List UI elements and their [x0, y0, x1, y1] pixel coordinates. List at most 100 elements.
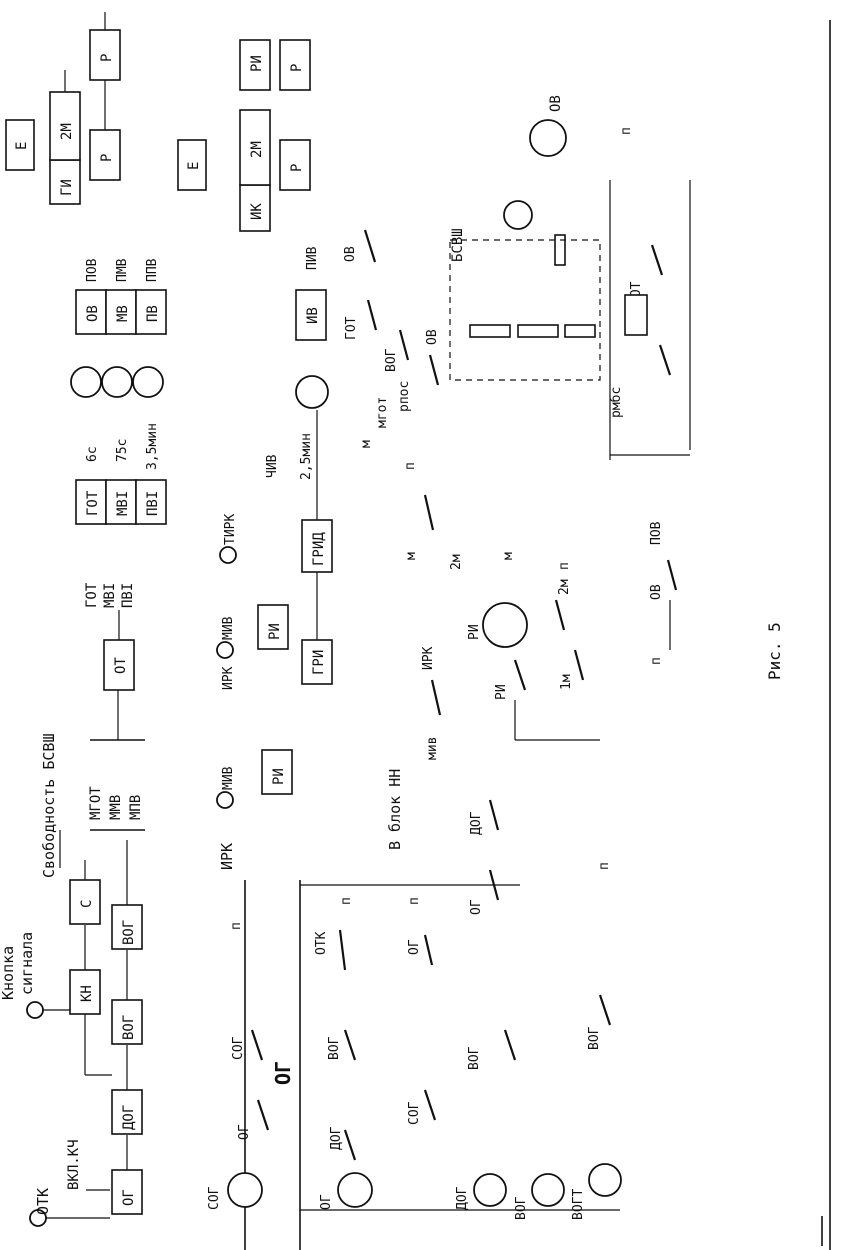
block-iv: [295, 289, 327, 341]
contact-dog-2: [488, 799, 500, 831]
coil-sog-label: СОГ: [207, 1186, 222, 1210]
label-p5: п: [403, 462, 418, 470]
contact-vog-3: [503, 1029, 517, 1061]
block-grid-label: ГРИД: [311, 532, 327, 566]
p1-label: п: [229, 922, 244, 930]
contact-got: [366, 299, 378, 331]
block-r4-label: Р: [289, 64, 305, 72]
block-r3-label: Р: [289, 164, 305, 172]
block-s: [69, 879, 101, 925]
label-m-c2: м: [404, 552, 419, 560]
label-miv-1: МИВ: [221, 766, 236, 790]
coil-vogt-label: ВОГТ: [571, 1189, 586, 1220]
label-p6: п: [557, 562, 572, 570]
contact-dog: [343, 1129, 357, 1161]
block-gm-label: ГИ: [59, 179, 75, 196]
block-vog2: [111, 904, 143, 950]
ri-motor-area: мив ИРК РИ РИ м 2м м п п 2м 1м: [403, 462, 600, 760]
block-vog-label: ВОГ: [121, 1015, 137, 1040]
contact-ov-c1: [363, 229, 377, 263]
contact-og-2: [423, 934, 434, 966]
label-mgot-c: мгот: [375, 397, 390, 428]
label-ri-m: РИ: [467, 624, 482, 640]
block-og: [111, 1169, 143, 1215]
block-gm: [49, 159, 81, 205]
block-r1-label: Р: [99, 154, 115, 162]
timer-35min-icon: [132, 366, 164, 398]
block-kn-label: КН: [79, 985, 95, 1002]
coil-dog: [473, 1173, 507, 1207]
label-pov-c: ПОВ: [649, 521, 664, 545]
label-miv-c: мив: [425, 737, 440, 760]
block-e1: [5, 119, 35, 171]
block-mvi-label: МВI: [115, 491, 131, 516]
motor-ov-icon: [529, 119, 567, 157]
c-og-1: ОГ: [237, 1124, 252, 1140]
block-ri1: [261, 749, 293, 795]
og-big-label: ОГ: [271, 1061, 295, 1085]
block-ov-label: ОВ: [85, 305, 101, 322]
figure-caption: Рис. 5: [765, 622, 784, 680]
bsvsh-dashed-box: [449, 239, 601, 381]
c-sog-2: СОГ: [407, 1101, 422, 1125]
block-pvi-label: ПВI: [145, 491, 161, 516]
block-ri3: [239, 39, 271, 91]
coil-vogt: [588, 1163, 622, 1197]
p3-label: п: [407, 897, 422, 905]
br-got: ГОТ: [84, 582, 100, 608]
label-irk-c: ИРК: [421, 646, 436, 670]
contact-vog-c: [398, 329, 410, 361]
block-kn: [69, 969, 101, 1015]
label-uiv: ЧИВ: [265, 454, 280, 478]
block-2m-label: 2М: [59, 123, 75, 140]
label-pmv: ПМВ: [115, 258, 130, 282]
motor-ri-icon: [482, 602, 528, 648]
timer-6s-icon: [70, 366, 102, 398]
label-vog-c: ВОГ: [384, 348, 399, 372]
label-m-c3: м: [501, 552, 516, 560]
contact-og-1: [256, 1099, 270, 1131]
block-ik-label: ИК: [249, 203, 265, 220]
block-vog2-label: ВОГ: [121, 920, 137, 945]
label-6s: 6с: [85, 446, 100, 462]
contact-irk: [430, 679, 442, 716]
block-r4: [279, 39, 311, 91]
label-bsvsh: БСВШ: [450, 228, 466, 262]
contact-ov-c2: [428, 354, 440, 386]
block-ri2-label: РИ: [267, 623, 283, 640]
label-1m-c: 1м: [559, 674, 574, 690]
ov-area: ОВ п БСВШ ОВ ГОТ ВОГ ОВ м мгот рпос рмбс…: [343, 95, 691, 665]
label-irk-left: ИРК: [218, 843, 236, 870]
block-iv-label: ИВ: [305, 307, 321, 324]
label-m-c: м: [359, 440, 374, 448]
label-p7: п: [619, 127, 634, 135]
label-2m-c2: 2м: [557, 579, 572, 595]
timer-75s-icon: [101, 366, 133, 398]
signal-button-terminal: [26, 1001, 44, 1019]
p4-label: п: [597, 862, 612, 870]
block-2m-b: [239, 109, 271, 186]
contact-vog: [343, 1029, 357, 1061]
contact-got-c3: [658, 344, 672, 376]
contact-2m: [554, 599, 566, 631]
block-got-r: [624, 294, 648, 336]
contact-ov-c3: [666, 559, 678, 591]
p2-label: п: [339, 897, 354, 905]
coil-sog: [227, 1172, 263, 1208]
c-og-3: ОГ: [469, 899, 484, 915]
block-e1-label: Е: [14, 142, 30, 150]
ladder-section: СОГ ОГ ДОГ ВОГ ВОГТ ОГ ОГ СОГ ДОГ ВОГ ОТ…: [207, 799, 622, 1250]
c-vog-3: ВОГ: [467, 1046, 482, 1070]
label-ov-c3: ОВ: [649, 584, 664, 600]
contact-ri: [513, 659, 527, 691]
label-ov-c2: ОВ: [425, 329, 440, 345]
label-ppv: ППВ: [145, 258, 160, 282]
block-dog: [111, 1089, 143, 1135]
br-pvi: ПВI: [120, 583, 136, 608]
label-ov-big: ОВ: [548, 95, 564, 112]
coil-vog: [531, 1173, 565, 1207]
contact-sog-2: [423, 1089, 437, 1121]
label-vkl-kch: ВКЛ.КЧ: [66, 1139, 82, 1190]
label-irk-2: ИРК: [221, 666, 236, 690]
contact-1m: [573, 649, 585, 681]
